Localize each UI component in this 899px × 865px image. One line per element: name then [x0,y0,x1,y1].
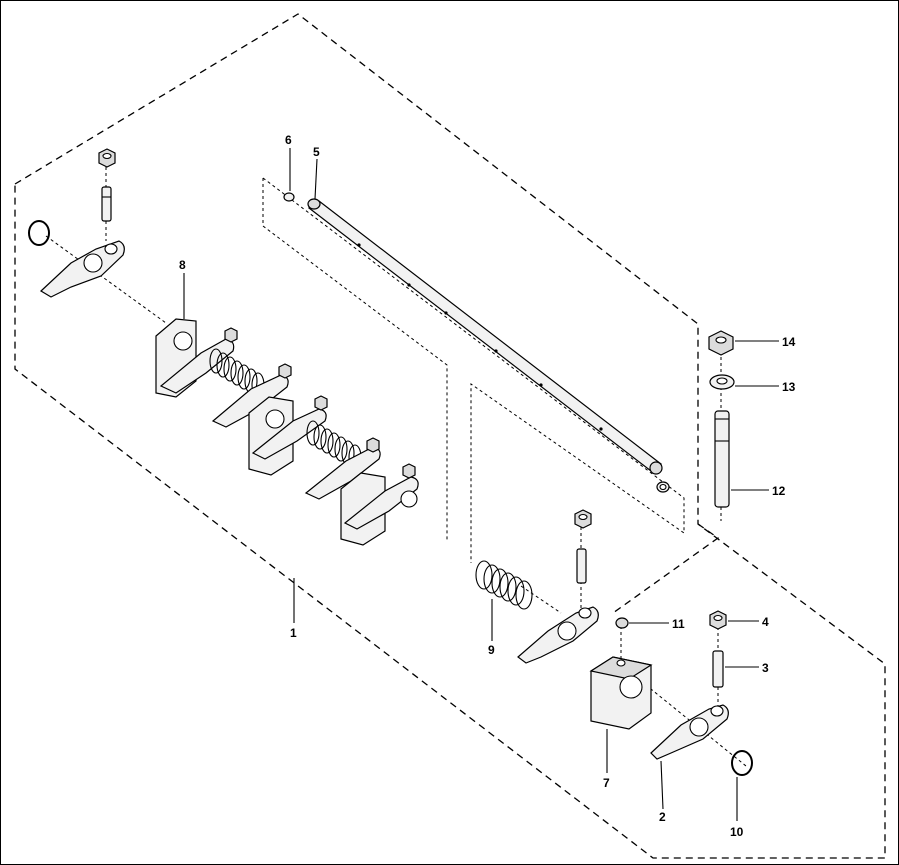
shaft-outline-right [262,177,685,563]
bracket-plug [615,617,629,629]
callout-8: 8 [179,258,186,272]
callout-4: 4 [762,615,769,629]
shaft-plug-end [656,481,670,493]
rocker-arm-middle [517,606,599,664]
clip-left [28,220,50,246]
leader-5 [314,158,318,200]
rocker-shaft [307,198,663,475]
callout-14: 14 [782,335,796,349]
stud-middle [576,548,587,584]
callout-12: 12 [772,484,786,498]
callout-7: 7 [603,776,610,790]
callout-3: 3 [762,661,769,675]
callout-11: 11 [672,617,685,631]
assembly-outline [14,13,886,859]
rocker-spring [475,560,533,610]
callout-10: 10 [730,825,744,839]
callout-5: 5 [313,145,320,159]
lock-nut [708,330,734,356]
rocker-arm-right [650,704,729,760]
washer [709,374,735,390]
callout-9: 9 [488,643,495,657]
nut-left [98,148,116,168]
rocker-assembly [155,318,419,546]
callout-6: 6 [285,133,292,147]
callout-13: 13 [782,380,796,394]
bolt [714,410,730,508]
rocker-arm-left [40,240,125,298]
shaft-outline-left [262,178,448,542]
axis-line [45,235,167,324]
nut-middle [574,509,592,529]
shaft-support-bracket [589,656,653,730]
axis-line [520,585,562,614]
snap-ring-right [731,750,753,776]
stud-left [101,186,112,222]
callout-2: 2 [659,810,666,824]
callout-1: 1 [290,626,297,640]
nut-right [709,610,727,630]
bolt-group-outline [612,523,720,614]
adjusting-screw-right [712,650,724,688]
shaft-plug [283,192,295,202]
leader-2 [660,760,664,810]
